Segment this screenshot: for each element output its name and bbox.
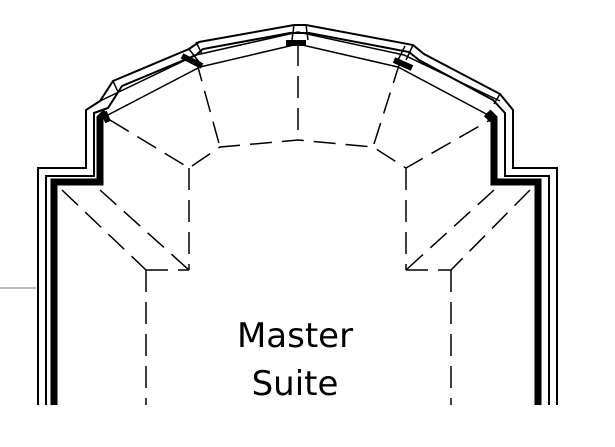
heavy-wall-left <box>50 109 109 405</box>
interior-wall-outline <box>45 32 550 405</box>
window-frame-ticks <box>112 24 501 105</box>
room-label-line2: Suite <box>251 364 339 404</box>
window-sill-outer <box>99 31 501 102</box>
window-mullions <box>101 40 495 124</box>
room-label-line1: Master <box>236 316 354 356</box>
dashed-ceiling-lines <box>61 44 531 405</box>
